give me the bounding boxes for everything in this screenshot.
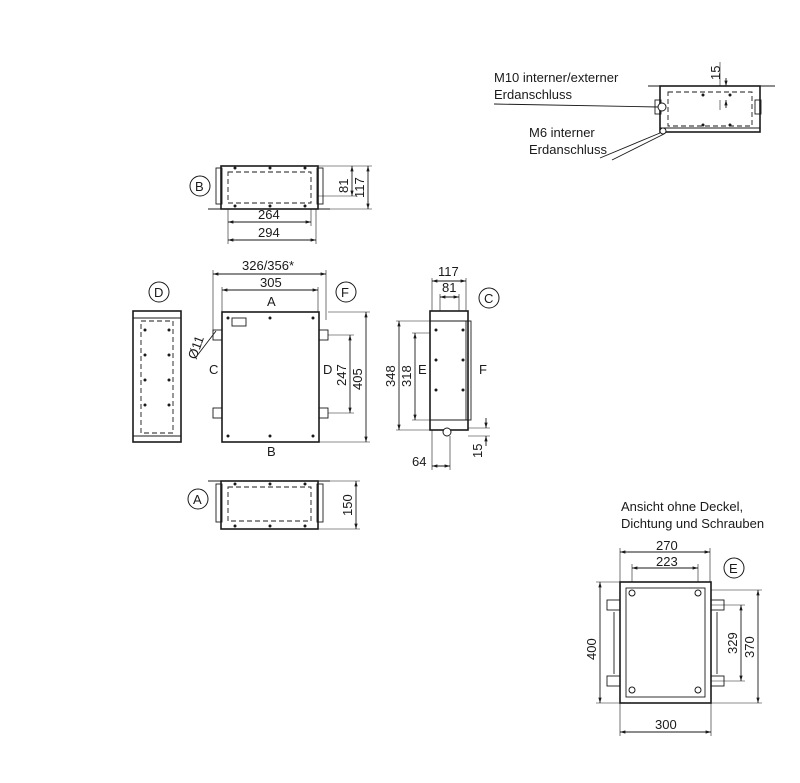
dim-305: 305	[260, 275, 282, 290]
label-m6: M6 interner	[529, 125, 595, 140]
dim-247: 247	[334, 364, 349, 386]
view-e	[596, 548, 762, 736]
view-b	[189, 165, 372, 244]
dim-400-e: 400	[584, 638, 599, 660]
dim-405: 405	[350, 368, 365, 390]
dim-329-e: 329	[725, 632, 740, 654]
dim-370-e: 370	[742, 636, 757, 658]
view-a	[187, 480, 360, 530]
view-f	[195, 270, 370, 443]
dim-318-c: 318	[399, 365, 414, 387]
dim-223-e: 223	[656, 554, 678, 569]
label-ansicht: Ansicht ohne Deckel,	[621, 499, 743, 514]
dim-300-e: 300	[655, 717, 677, 732]
dim-dia-11: Ø11	[185, 334, 207, 361]
view-c	[396, 278, 500, 470]
label-m10-2: Erdanschluss	[494, 87, 573, 102]
dim-117-b: 117	[352, 177, 367, 198]
view-d-label: D	[154, 285, 163, 300]
dim-294-b: 294	[258, 225, 280, 240]
view-f-label: F	[341, 285, 349, 300]
side-a-top: A	[267, 294, 276, 309]
earth-detail-view: 15	[493, 62, 775, 161]
dim-348-c: 348	[383, 365, 398, 387]
dim-81-b: 81	[336, 179, 351, 193]
dim-117-c: 117	[438, 264, 459, 279]
view-d	[132, 281, 182, 443]
label-m10: M10 interner/externer	[494, 70, 619, 85]
side-f: F	[479, 362, 487, 377]
side-e: E	[418, 362, 427, 377]
side-c-left: C	[209, 362, 218, 377]
view-b-label: B	[195, 179, 204, 194]
dim-15-c: 15	[470, 444, 485, 458]
view-e-label: E	[729, 561, 738, 576]
dim-270-e: 270	[656, 538, 678, 553]
dim-15-top: 15	[708, 66, 723, 80]
side-d-right: D	[323, 362, 332, 377]
label-ansicht-2: Dichtung und Schrauben	[621, 516, 764, 531]
dim-81-c: 81	[442, 280, 456, 295]
view-a-label: A	[193, 492, 202, 507]
dim-326-356: 326/356*	[242, 258, 294, 273]
dim-150-a: 150	[340, 494, 355, 516]
label-m6-2: Erdanschluss	[529, 142, 608, 157]
dim-264-b: 264	[258, 207, 280, 222]
side-b-bottom: B	[267, 444, 276, 459]
dim-64-c: 64	[412, 454, 426, 469]
view-c-label: C	[484, 291, 493, 306]
